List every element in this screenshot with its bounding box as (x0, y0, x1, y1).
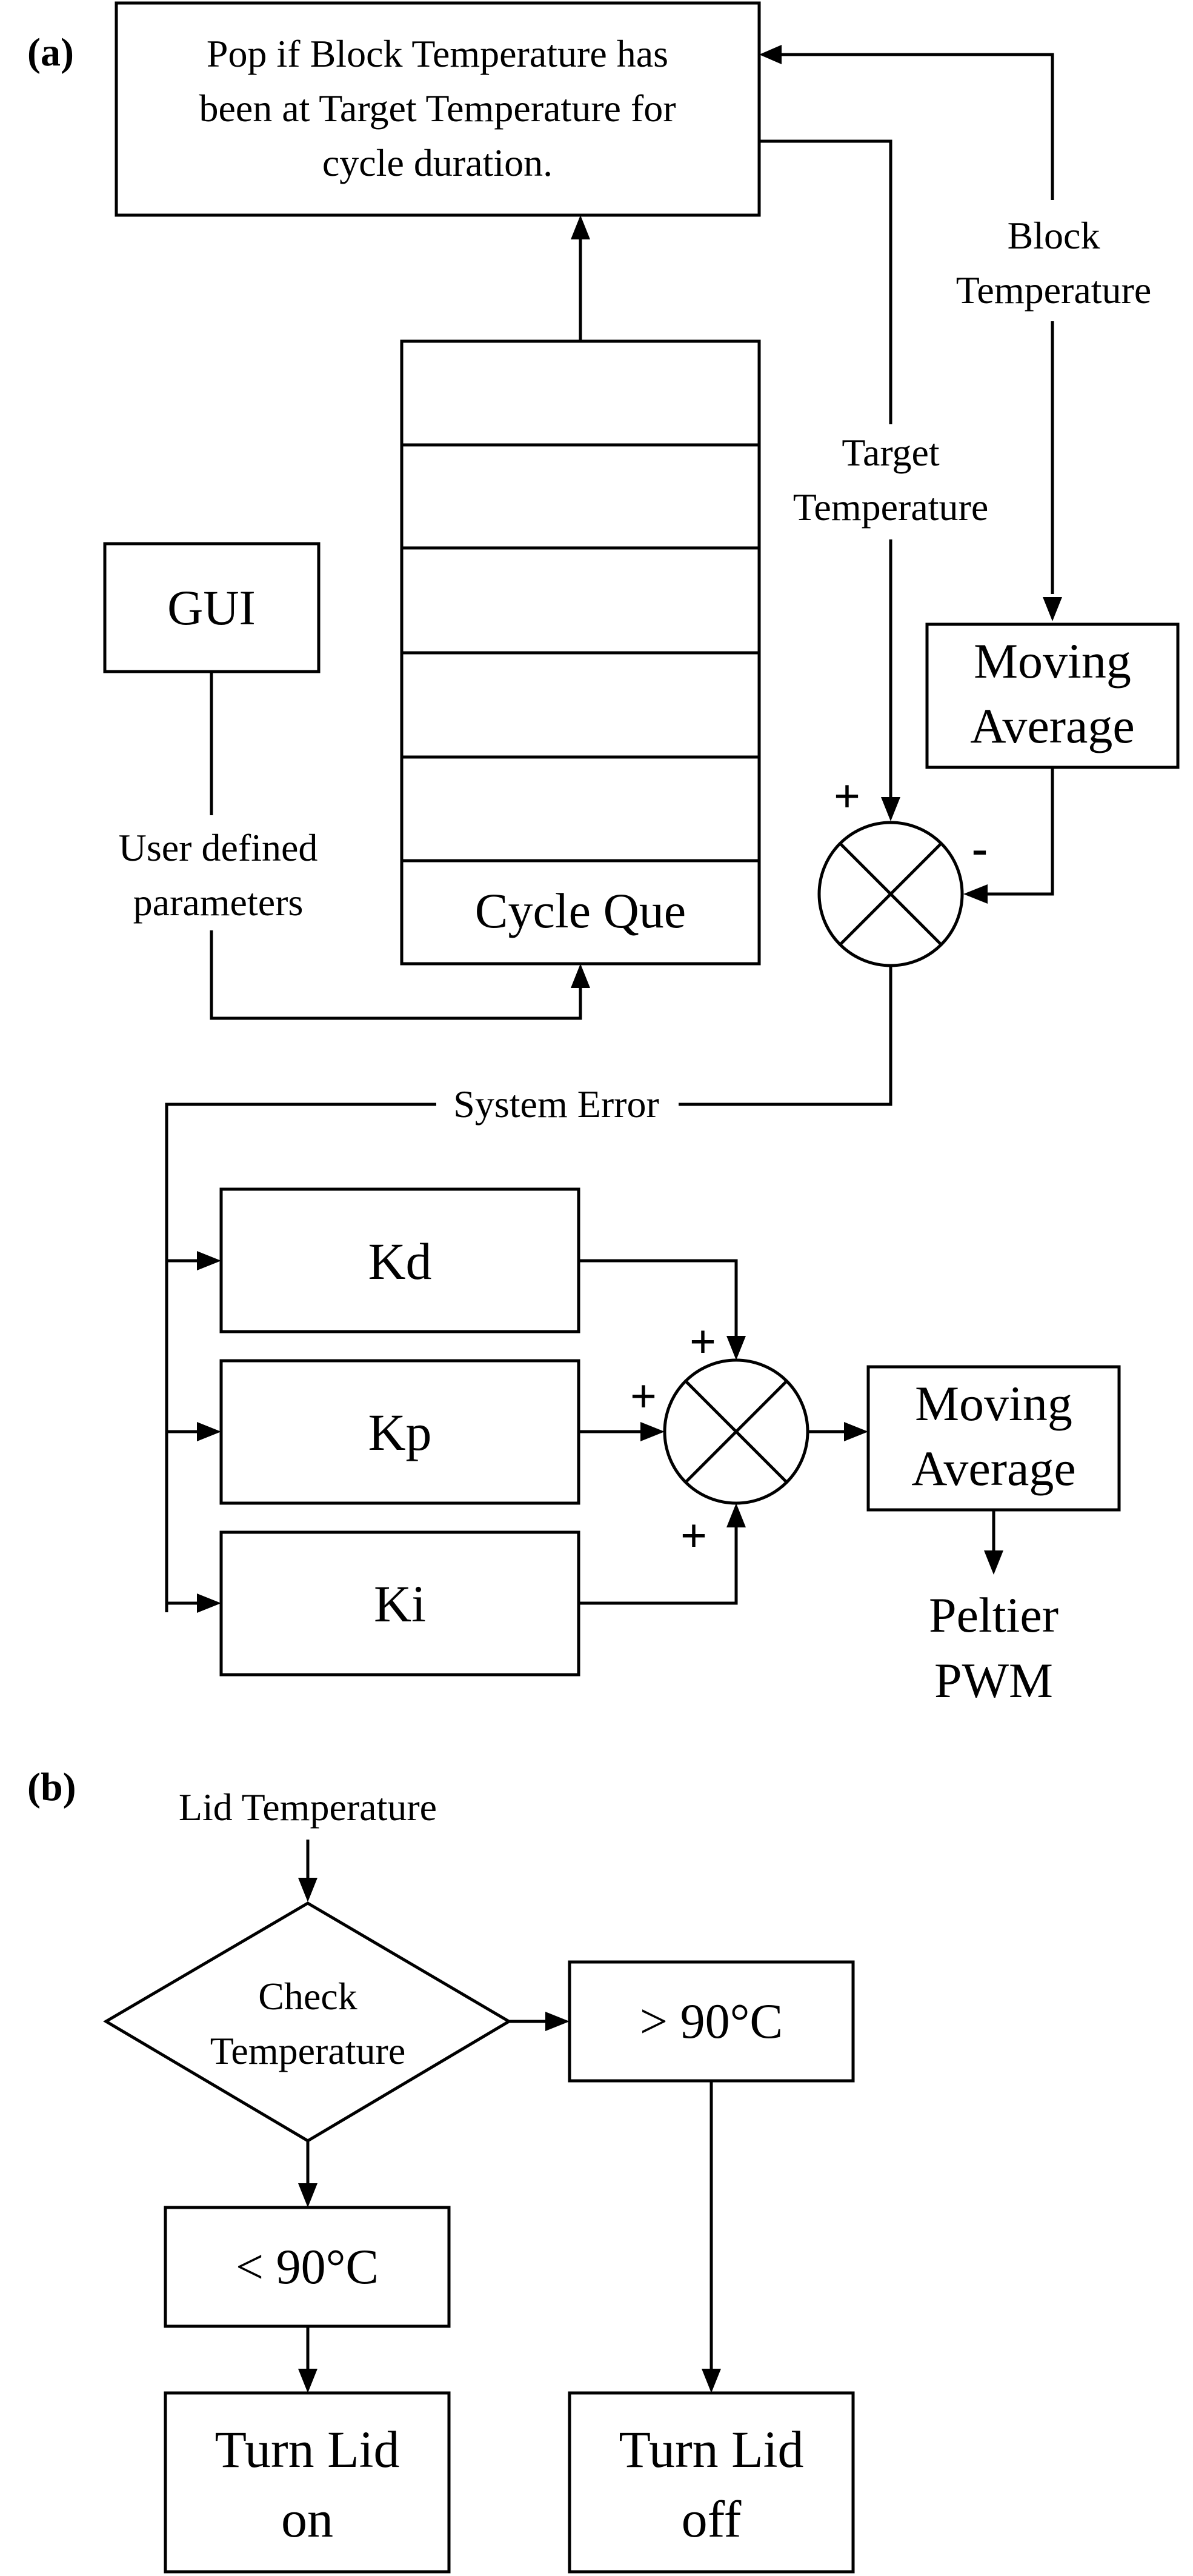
pop-box-line-1: Pop if Block Temperature has (207, 32, 668, 75)
peltier-label-1: Peltier (929, 1587, 1058, 1643)
kp-label: Kp (368, 1403, 431, 1461)
kd-label: Kd (368, 1232, 431, 1290)
error-minus-sign: - (972, 821, 988, 874)
ki-label: Ki (374, 1575, 426, 1633)
target-temperature-line (759, 139, 892, 797)
turn-lid-off-line-2: off (682, 2490, 742, 2548)
block-temperature-line (779, 53, 1054, 594)
block-temp-label-bg (982, 200, 1124, 321)
ki-box (219, 1530, 580, 1677)
kd-to-sum-arrow (726, 1336, 746, 1360)
error-junction-cross-2 (839, 843, 942, 946)
moving-average-top-box (925, 622, 1180, 769)
kd-box (219, 1187, 580, 1333)
moving-average-to-sum-line (988, 767, 1054, 896)
sum-to-moving-average-arrow (844, 1422, 868, 1441)
turn-lid-on-line-1: Turn Lid (214, 2420, 399, 2478)
block-temperature-label-1: Block (1008, 214, 1100, 257)
pid-plus-kd: + (690, 1315, 716, 1368)
user-defined-label-2: parameters (133, 881, 304, 924)
moving-average-bottom-line-1: Moving (915, 1376, 1072, 1431)
gui-label: GUI (167, 580, 256, 635)
gui-box (103, 542, 321, 673)
lid-temp-to-check-arrow (298, 1878, 317, 1902)
target-temp-into-sum-arrow (881, 797, 900, 821)
branch-ki-arrow (197, 1593, 221, 1613)
kd-to-sum-line (579, 1259, 738, 1336)
cycle-queue-label: Cycle Que (475, 883, 686, 938)
panel-b-label: (b) (27, 1765, 76, 1809)
less-than-90-box (164, 2206, 451, 2328)
block-temp-into-pop-arrow (759, 45, 782, 64)
less-to-turn-on-arrow (298, 2369, 317, 2393)
pid-plus-ki: + (680, 1509, 707, 1562)
moving-average-to-peltier-arrow (984, 1550, 1003, 1575)
ki-to-sum-arrow (726, 1503, 746, 1527)
greater-than-90-box (568, 1960, 855, 2083)
check-to-less-arrow (298, 2183, 317, 2207)
greater-than-90-label: > 90°C (640, 1994, 783, 2049)
lid-temperature-label: Lid Temperature (179, 1786, 437, 1829)
check-temperature-line-1: Check (258, 1975, 357, 2018)
gui-to-queue-arrow (571, 964, 590, 988)
target-temp-label-bg (769, 424, 1012, 539)
check-temperature-line-2: Temperature (210, 2029, 405, 2072)
moving-average-top-line-1: Moving (974, 633, 1131, 689)
pid-plus-kp: + (630, 1370, 657, 1423)
user-defined-label-1: User defined (119, 826, 318, 869)
error-plus-sign: + (834, 770, 860, 823)
turn-lid-on-line-2: on (281, 2490, 333, 2548)
branch-kp-arrow (197, 1422, 221, 1441)
pid-junction-cross-2 (685, 1380, 788, 1483)
turn-lid-off-line-1: Turn Lid (619, 2420, 803, 2478)
pop-box (115, 1, 761, 217)
system-error-label-bg (436, 1082, 679, 1129)
greater-to-turn-off-arrow (702, 2369, 721, 2393)
check-temperature-diamond (103, 1901, 512, 2143)
turn-lid-on-box (164, 2391, 451, 2574)
turn-lid-off-box (568, 2391, 855, 2574)
pop-box-line-3: cycle duration. (322, 141, 553, 184)
kp-box (219, 1359, 580, 1505)
pop-box-line-2: been at Target Temperature for (199, 87, 676, 130)
moving-average-top-line-2: Average (970, 698, 1135, 753)
block-temp-into-moving-average-arrow (1043, 597, 1062, 621)
moving-average-bottom-line-2: Average (911, 1441, 1076, 1496)
user-defined-label-bg (91, 815, 333, 930)
queue-to-pop-arrow (571, 215, 590, 239)
panel-a-label: (a) (27, 30, 74, 75)
peltier-label-2: PWM (934, 1653, 1053, 1708)
ki-to-sum-line (579, 1527, 738, 1605)
moving-average-to-sum-arrow (963, 884, 988, 904)
target-temperature-label-2: Temperature (793, 486, 988, 529)
target-temperature-label-1: Target (842, 431, 940, 474)
less-than-90-label: < 90°C (236, 2239, 379, 2294)
check-to-greater-arrow (545, 2012, 570, 2031)
kp-to-sum-arrow (640, 1422, 665, 1441)
block-temperature-label-2: Temperature (956, 269, 1151, 312)
branch-kd-arrow (197, 1251, 221, 1270)
system-error-label: System Error (453, 1083, 659, 1126)
